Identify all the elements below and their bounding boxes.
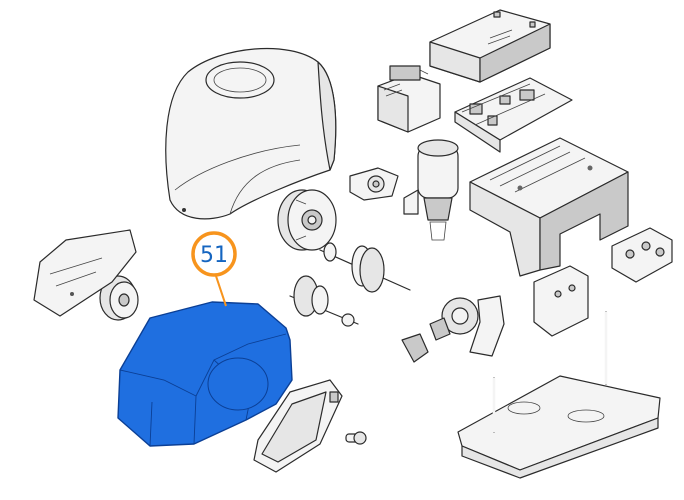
motor-cover[interactable] — [165, 47, 337, 220]
gear-shaft-small[interactable] — [289, 275, 359, 327]
motor-bracket[interactable] — [349, 167, 399, 201]
transformer[interactable] — [377, 65, 441, 133]
limit-bracket[interactable] — [611, 227, 673, 283]
foundation-plate[interactable] — [457, 311, 661, 479]
release-key[interactable] — [345, 431, 367, 445]
gear-shaft-large[interactable] — [319, 242, 411, 293]
callout-51: 51 — [191, 231, 237, 307]
drive-disc[interactable] — [277, 189, 337, 251]
limit-switch[interactable] — [533, 265, 589, 337]
gearbox-housing-highlight[interactable] — [117, 301, 293, 447]
control-board-cover[interactable] — [429, 9, 551, 83]
release-mechanism[interactable] — [401, 295, 505, 363]
electronic-board[interactable] — [454, 77, 573, 153]
gear-motor[interactable] — [403, 139, 459, 241]
pinion-cover[interactable] — [33, 229, 137, 317]
pinion-gear[interactable] — [99, 275, 139, 321]
support-frame[interactable] — [469, 137, 629, 277]
release-door[interactable] — [253, 379, 343, 473]
callout-number: 51 — [200, 243, 228, 268]
